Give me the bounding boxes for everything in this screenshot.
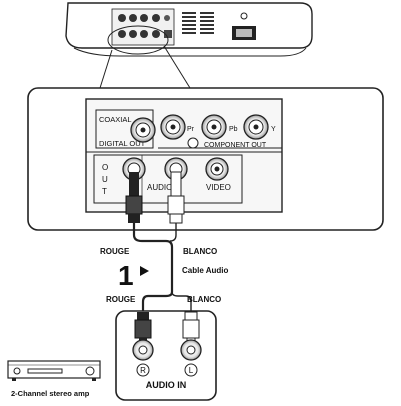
right-channel-symbol: R bbox=[140, 366, 146, 375]
dvd-player-device bbox=[65, 2, 313, 57]
pb-label: Pb bbox=[229, 126, 238, 133]
left-channel-symbol: L bbox=[189, 366, 194, 375]
audio-in-right-jack[interactable] bbox=[132, 339, 154, 361]
mini-jacks bbox=[118, 14, 172, 38]
pr-jack[interactable] bbox=[160, 114, 186, 140]
video-out-label: VIDEO bbox=[206, 183, 231, 192]
cable-top-right-label: BLANCO bbox=[183, 247, 217, 256]
audio-out-label: AUDIO bbox=[147, 183, 172, 192]
out-letter-o: O bbox=[102, 163, 108, 172]
vent-grille bbox=[182, 12, 214, 34]
step-indicator: 1 bbox=[118, 260, 149, 291]
amp-label: 2-Channel stereo amp bbox=[11, 389, 90, 398]
pr-label: Pr bbox=[187, 126, 195, 133]
audio-in-left-jack[interactable] bbox=[180, 339, 202, 361]
coaxial-label: COAXIAL bbox=[99, 115, 132, 124]
cable-bottom-left-label: ROUGE bbox=[106, 295, 136, 304]
cable-bottom-right-label: BLANCO bbox=[187, 295, 221, 304]
out-letter-t: T bbox=[102, 187, 107, 196]
white-plug-top bbox=[167, 171, 185, 224]
power-socket bbox=[232, 12, 256, 40]
panel-button bbox=[187, 137, 199, 149]
right-channel-symbol-ring bbox=[136, 363, 150, 377]
left-channel-symbol-ring bbox=[184, 363, 198, 377]
y-jack[interactable] bbox=[243, 114, 269, 140]
step-arrow-icon bbox=[140, 266, 149, 276]
red-plug-top bbox=[125, 172, 143, 223]
zoom-callout bbox=[99, 25, 191, 89]
video-out-jack[interactable] bbox=[205, 157, 229, 181]
component-out-label: COMPONENT OUT bbox=[204, 142, 267, 149]
audio-in-label: AUDIO IN bbox=[146, 380, 187, 390]
audio-cable bbox=[132, 223, 192, 312]
stereo-amp-icon bbox=[7, 360, 101, 381]
coaxial-jack[interactable] bbox=[130, 117, 156, 143]
y-label: Y bbox=[271, 126, 276, 133]
out-letter-u: U bbox=[102, 175, 108, 184]
digital-out-label: DIGITAL OUT bbox=[99, 139, 146, 148]
pb-jack[interactable] bbox=[201, 114, 227, 140]
cable-top-left-label: ROUGE bbox=[100, 247, 130, 256]
step-number: 1 bbox=[118, 260, 134, 291]
cable-caption: Cable Audio bbox=[182, 266, 228, 275]
component-out-group: COMPONENT OUT bbox=[158, 142, 282, 149]
